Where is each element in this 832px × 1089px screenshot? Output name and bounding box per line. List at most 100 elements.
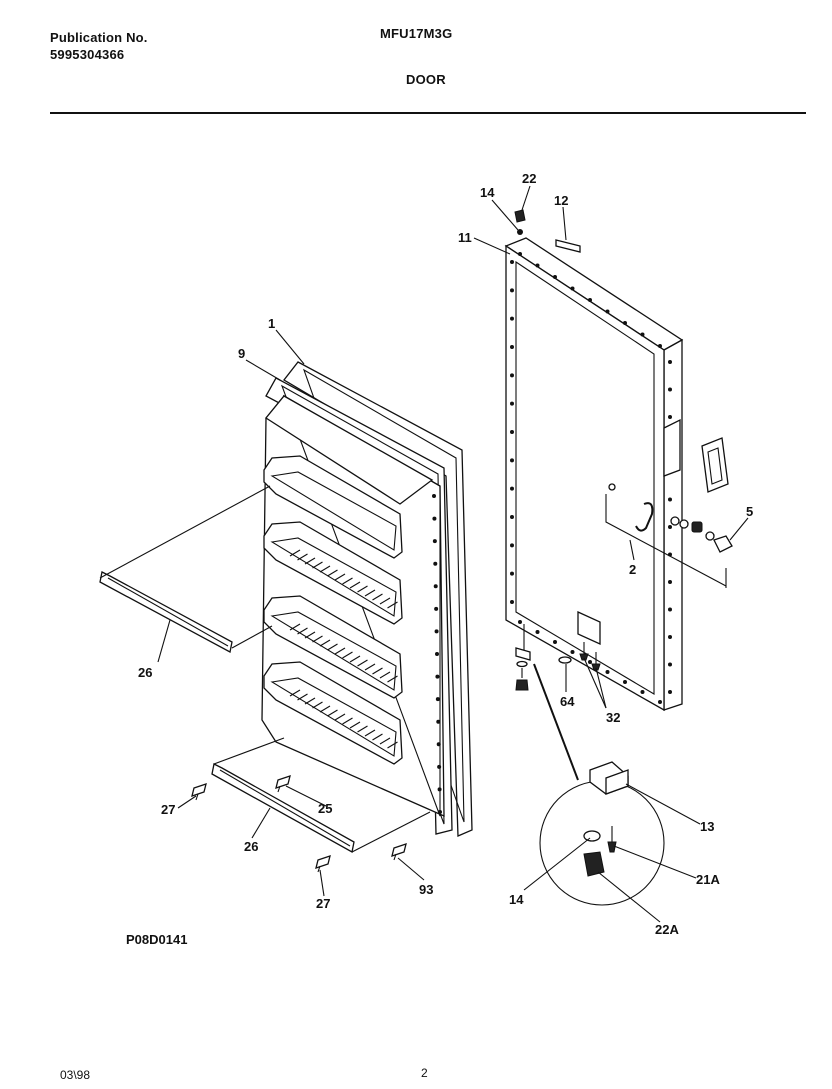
screw-hole [570, 650, 575, 654]
outer-door-panel [504, 237, 684, 712]
callout-12: 12 [554, 193, 568, 208]
screw-hole [436, 742, 441, 747]
screw-hole [640, 332, 645, 337]
screw-hole [668, 387, 672, 392]
callout-64: 64 [560, 694, 575, 709]
screw-hole [668, 635, 672, 639]
shelf-rib [334, 573, 346, 581]
callout-5: 5 [746, 504, 753, 519]
screw-hole [518, 620, 522, 624]
callout-32: 32 [606, 710, 620, 725]
callout-27-bottom: 27 [316, 896, 330, 911]
shelf-rib [342, 577, 353, 585]
section-title: DOOR [406, 72, 446, 87]
callout-1: 1 [268, 316, 275, 331]
screw-hole [436, 719, 441, 724]
screw-hole [668, 497, 672, 502]
screw-hole [640, 690, 645, 694]
model-number: MFU17M3G [380, 26, 453, 41]
shelf-part [270, 537, 397, 617]
screw-hole [432, 494, 436, 498]
screw-hole [668, 580, 672, 584]
screw-hole [668, 690, 672, 694]
shelf-rib [372, 667, 383, 675]
screw-hole [553, 275, 557, 279]
screw-hole [510, 401, 514, 406]
shelf-rib [364, 729, 376, 737]
shelf-rib [319, 565, 331, 573]
top-hinge-parts [514, 209, 581, 253]
shelf-rib [372, 733, 383, 741]
shelf-rib [364, 663, 376, 671]
leader-lines [157, 185, 749, 923]
screw-hole [510, 373, 514, 378]
publication-label: Publication No. [50, 30, 148, 45]
shelf-rib [327, 709, 338, 717]
screw-hole [658, 344, 662, 348]
handle-parts [605, 437, 733, 588]
shelf-rib [334, 647, 346, 655]
shelf-rib [319, 639, 331, 647]
shelf-rib [372, 593, 383, 601]
shelf-rib [327, 643, 338, 651]
screws [191, 775, 407, 873]
shelf-rib [327, 569, 338, 577]
shelf-part [270, 677, 397, 757]
screw-hole [510, 486, 514, 491]
shelf-rib [319, 705, 331, 713]
screw-hole [510, 430, 514, 434]
callout-11: 11 [458, 230, 472, 245]
footer-page-number: 2 [421, 1066, 428, 1080]
callout-14-top: 14 [480, 185, 495, 200]
shelf-rib [289, 623, 301, 631]
screw-hole [434, 606, 439, 611]
shelf-rib [304, 697, 316, 705]
screw-hole [535, 630, 540, 634]
shelf-rib [312, 561, 323, 569]
screw-hole [510, 260, 514, 264]
screw-hole [510, 571, 514, 576]
screw-hole [570, 286, 575, 291]
callout-labels: 1 9 26 22 14 12 11 5 2 64 32 13 21A 14 2… [126, 171, 753, 947]
screw-hole [510, 288, 514, 293]
shelf-part [270, 611, 397, 691]
screw-hole [434, 629, 439, 634]
shelf-rib [379, 597, 391, 605]
screw-hole [435, 674, 440, 679]
publication-number: 5995304366 [50, 47, 125, 62]
shelf-bars [99, 485, 431, 854]
callout-21a: 21A [696, 872, 720, 887]
screw-hole [435, 697, 440, 702]
door-shelves [263, 455, 403, 765]
shelf-rib [297, 553, 308, 561]
screw-hole [432, 516, 437, 521]
screw-hole [518, 252, 522, 256]
screw-hole [433, 584, 438, 589]
shelf-part [263, 455, 403, 559]
shelf-rib [289, 689, 301, 697]
shelf-rib [387, 675, 398, 683]
shelf-rib [334, 713, 346, 721]
shelf-rib [379, 671, 391, 679]
screw-hole [588, 298, 592, 302]
screw-hole [437, 787, 442, 792]
screw-hole [605, 670, 610, 674]
header-rule [50, 112, 806, 114]
screw-hole [588, 660, 592, 664]
shelf-part [270, 471, 397, 551]
screw-hole [658, 700, 662, 704]
bottom-hinge-parts [515, 624, 601, 691]
screw-hole [668, 525, 672, 529]
screw-hole [668, 607, 672, 612]
callout-2: 2 [629, 562, 636, 577]
screw-hole [668, 415, 672, 419]
shelf-rib [357, 659, 368, 667]
screw-hole [668, 360, 672, 364]
screw-hole [535, 263, 540, 268]
screw-hole [553, 640, 557, 644]
callout-9: 9 [238, 346, 245, 361]
callout-26-lower: 26 [244, 839, 258, 854]
screw-hole [510, 600, 514, 604]
callout-14-detail: 14 [509, 892, 524, 907]
